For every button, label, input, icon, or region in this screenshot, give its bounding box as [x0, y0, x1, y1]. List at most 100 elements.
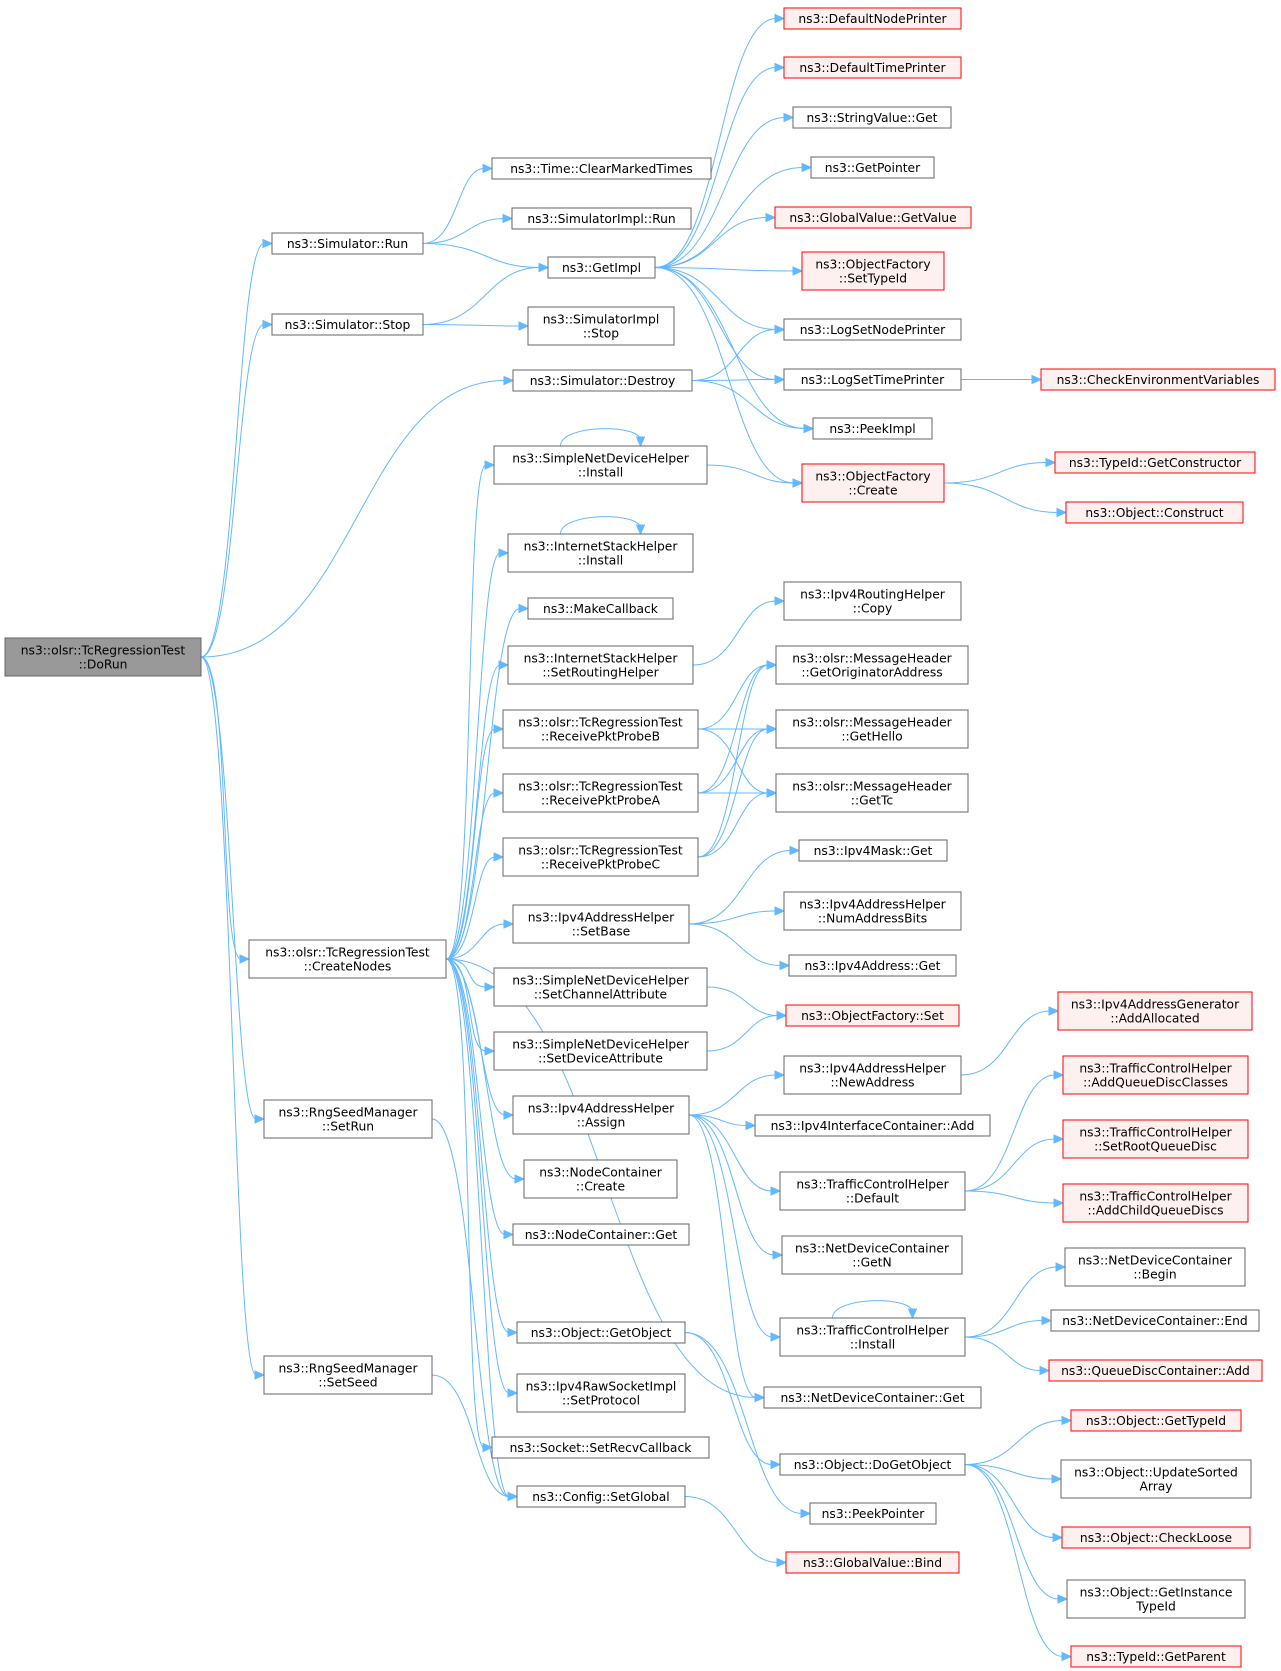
function-node[interactable]: ns3::InternetStackHelper::SetRoutingHelp… [507, 645, 694, 685]
function-node[interactable]: ns3::Simulator::Run [271, 232, 424, 255]
function-node-label: ns3::NodeContainer::Get [525, 1228, 678, 1242]
function-node[interactable]: ns3::NetDeviceContainer::Get [763, 1386, 982, 1409]
function-node-label: ::Install [850, 1338, 895, 1352]
function-node[interactable]: ns3::TrafficControlHelper::AddChildQueue… [1062, 1183, 1249, 1223]
function-node[interactable]: ns3::Ipv4AddressHelper::SetBase [512, 904, 690, 944]
function-node[interactable]: ns3::SimpleNetDeviceHelper::SetChannelAt… [493, 967, 708, 1007]
function-node-label: ns3::CheckEnvironmentVariables [1057, 373, 1260, 387]
function-node[interactable]: ns3::PeekImpl [812, 417, 933, 440]
call-edge [706, 986, 788, 1021]
function-node[interactable]: ns3::olsr::TcRegressionTest::DoRun [4, 637, 202, 677]
function-node[interactable]: ns3::Object::GetTypeId [1070, 1409, 1242, 1432]
function-node[interactable]: ns3::olsr::TcRegressionTest::ReceivePktP… [502, 709, 699, 749]
function-node[interactable]: ns3::GlobalValue::Bind [785, 1551, 960, 1574]
function-node[interactable]: ns3::Object::Construct [1065, 501, 1244, 524]
function-node[interactable]: ns3::TypeId::GetParent [1070, 1645, 1242, 1668]
call-edge [688, 906, 786, 925]
function-node[interactable]: ns3::SimpleNetDeviceHelper::Install [493, 445, 708, 485]
function-node[interactable]: ns3::Socket::SetRecvCallback [491, 1436, 710, 1459]
function-node[interactable]: ns3::Ipv4AddressGenerator::AddAllocated [1057, 991, 1253, 1031]
function-node[interactable]: ns3::LogSetTimePrinter [783, 368, 962, 391]
call-edge [422, 262, 550, 325]
function-node[interactable]: ns3::Simulator::Destroy [512, 369, 693, 392]
function-node[interactable]: ns3::olsr::TcRegressionTest::ReceivePktP… [502, 773, 699, 813]
function-node[interactable]: ns3::Ipv4RawSocketImpl::SetProtocol [516, 1373, 686, 1413]
function-node-label: ns3::olsr::MessageHeader [792, 652, 952, 666]
function-node[interactable]: ns3::olsr::MessageHeader::GetTc [775, 773, 969, 813]
function-node-label: ns3::TrafficControlHelper [1079, 1126, 1232, 1140]
function-node[interactable]: ns3::Object::GetObject [516, 1321, 686, 1344]
function-node[interactable]: ns3::Ipv4AddressHelper::NumAddressBits [783, 891, 962, 931]
function-node-label: ns3::SimulatorImpl::Run [527, 212, 675, 226]
function-node[interactable]: ns3::NetDeviceContainer::Begin [1064, 1247, 1246, 1287]
call-edge [943, 457, 1057, 484]
function-node[interactable]: ns3::Ipv4RoutingHelper::Copy [783, 581, 962, 621]
function-node[interactable]: ns3::MakeCallback [527, 597, 674, 620]
function-node[interactable]: ns3::olsr::MessageHeader::GetOriginatorA… [775, 645, 969, 685]
function-node[interactable]: ns3::ObjectFactory::Create [801, 463, 945, 503]
function-node-label: ns3::olsr::MessageHeader [792, 780, 952, 794]
function-node[interactable]: ns3::Object::DoGetObject [779, 1453, 966, 1476]
function-node-label: ::NumAddressBits [818, 912, 927, 926]
function-node[interactable]: ns3::Config::SetGlobal [516, 1485, 686, 1508]
function-node[interactable]: ns3::TypeId::GetConstructor [1054, 451, 1256, 474]
function-node[interactable]: ns3::ObjectFactory::Set [785, 1004, 960, 1027]
function-node-label: ::Create [576, 1180, 625, 1194]
function-node[interactable]: ns3::Time::ClearMarkedTimes [491, 157, 712, 180]
function-node[interactable]: ns3::NodeContainer::Get [512, 1223, 690, 1246]
function-node[interactable]: ns3::PeekPointer [809, 1502, 937, 1525]
function-node-label: ns3::Simulator::Run [287, 237, 408, 251]
function-node-label: ns3::LogSetNodePrinter [800, 323, 946, 337]
function-node[interactable]: ns3::Object::CheckLoose [1061, 1526, 1251, 1549]
call-edge [445, 460, 496, 960]
function-node-label: ns3::Ipv4AddressHelper [528, 1102, 675, 1116]
function-node-label: ::SetChannelAttribute [534, 988, 667, 1002]
call-edge [688, 1070, 786, 1116]
function-node[interactable]: ns3::olsr::TcRegressionTest::ReceivePktP… [502, 837, 699, 877]
function-node[interactable]: ns3::TrafficControlHelper::AddQueueDiscC… [1062, 1055, 1249, 1095]
function-node-label: ::DoRun [79, 658, 128, 672]
function-node[interactable]: ns3::TrafficControlHelper::Default [779, 1171, 966, 1211]
function-node[interactable]: ns3::SimulatorImpl::Run [511, 207, 692, 230]
call-edge [964, 1464, 1073, 1662]
function-node-label: ::GetN [852, 1256, 891, 1270]
function-node-label: ns3::StringValue::Get [807, 111, 938, 125]
function-node[interactable]: ns3::InternetStackHelper::Install [507, 533, 694, 573]
function-node[interactable]: ns3::Ipv4AddressHelper::Assign [512, 1095, 690, 1135]
call-edge [688, 1114, 757, 1131]
function-node[interactable]: ns3::olsr::TcRegressionTest::CreateNodes [248, 939, 447, 979]
function-node[interactable]: ns3::GetImpl [547, 256, 656, 279]
function-node[interactable]: ns3::Ipv4AddressHelper::NewAddress [783, 1055, 962, 1095]
function-node[interactable]: ns3::TrafficControlHelper::Install [779, 1317, 966, 1357]
function-node[interactable]: ns3::olsr::MessageHeader::GetHello [775, 709, 969, 749]
function-node[interactable]: ns3::DefaultTimePrinter [783, 56, 962, 79]
function-node[interactable]: ns3::RngSeedManager::SetRun [263, 1099, 433, 1139]
function-node[interactable]: ns3::Ipv4Mask::Get [798, 839, 948, 862]
function-node-label: ns3::DefaultTimePrinter [799, 61, 946, 75]
function-node[interactable]: ns3::CheckEnvironmentVariables [1040, 368, 1276, 391]
function-node-label: ns3::Ipv4Address::Get [804, 959, 940, 973]
function-node[interactable]: ns3::TrafficControlHelper::SetRootQueueD… [1062, 1119, 1249, 1159]
function-node[interactable]: ns3::Simulator::Stop [271, 313, 424, 336]
function-node[interactable]: ns3::NodeContainer::Create [523, 1159, 678, 1199]
function-node-label: ::GetTc [851, 794, 893, 808]
function-node[interactable]: ns3::StringValue::Get [792, 106, 952, 129]
call-edge [200, 319, 274, 658]
function-node[interactable]: ns3::RngSeedManager::SetSeed [263, 1355, 433, 1395]
function-node[interactable]: ns3::LogSetNodePrinter [783, 318, 962, 341]
function-node[interactable]: ns3::GetPointer [810, 156, 935, 179]
function-node-label: ns3::Ipv4AddressHelper [799, 898, 946, 912]
function-node[interactable]: ns3::Ipv4InterfaceContainer::Add [754, 1114, 991, 1137]
function-node[interactable]: ns3::ObjectFactory::SetTypeId [801, 251, 945, 291]
function-node[interactable]: ns3::QueueDiscContainer::Add [1048, 1359, 1263, 1382]
function-node[interactable]: ns3::SimpleNetDeviceHelper::SetDeviceAtt… [493, 1031, 708, 1071]
function-node[interactable]: ns3::NetDeviceContainer::End [1050, 1309, 1260, 1332]
function-node-label: ns3::Object::GetTypeId [1086, 1414, 1226, 1428]
function-node[interactable]: ns3::GlobalValue::GetValue [774, 206, 972, 229]
function-node[interactable]: ns3::Ipv4Address::Get [788, 954, 957, 977]
function-node[interactable]: ns3::DefaultNodePrinter [783, 7, 962, 30]
function-node[interactable]: ns3::SimulatorImpl::Stop [527, 306, 675, 346]
function-node[interactable]: ns3::NetDeviceContainer::GetN [781, 1235, 963, 1275]
